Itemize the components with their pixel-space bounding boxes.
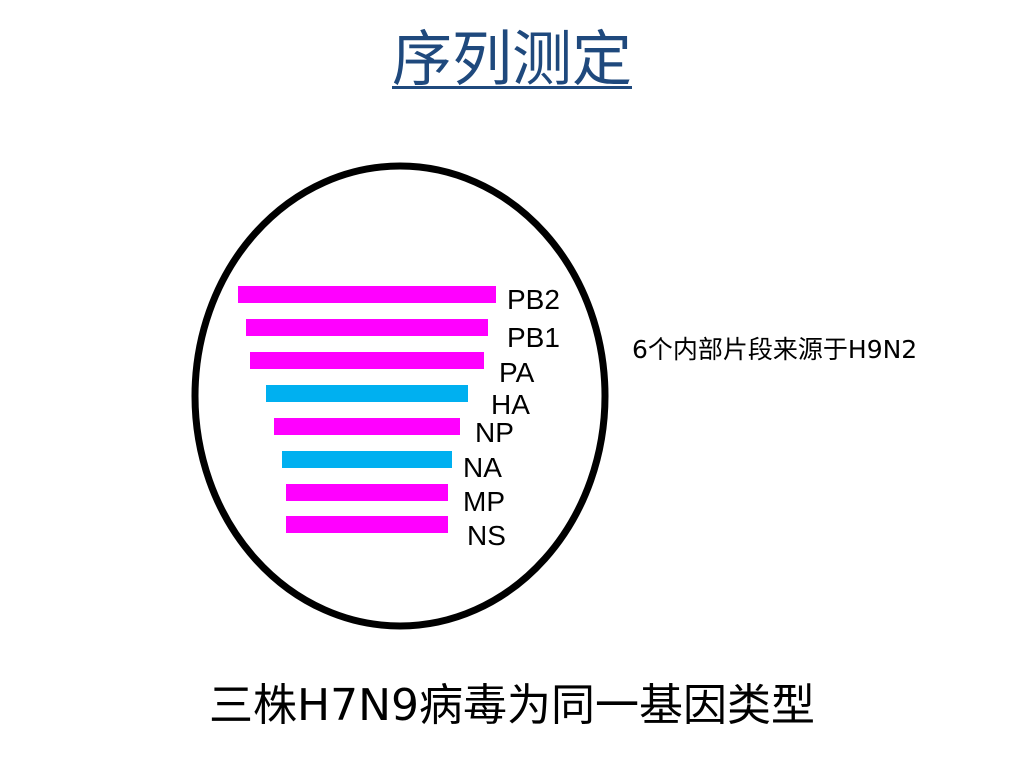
segment-bar-ns bbox=[286, 516, 448, 533]
segment-label-na: NA bbox=[463, 452, 502, 483]
segment-bar-mp bbox=[286, 484, 448, 501]
segment-label-pb2: PB2 bbox=[507, 284, 560, 315]
segment-label-mp: MP bbox=[463, 486, 505, 517]
segment-bar-ha bbox=[266, 385, 468, 402]
segment-label-ha: HA bbox=[491, 389, 530, 420]
segment-label-pa: PA bbox=[499, 357, 535, 388]
segment-bar-np bbox=[274, 418, 460, 435]
segment-bar-na bbox=[282, 451, 452, 468]
segment-label-np: NP bbox=[475, 417, 514, 448]
segment-bar-pa bbox=[250, 352, 484, 369]
segment-bar-pb1 bbox=[246, 319, 488, 336]
conclusion-text: 三株H7N9病毒为同一基因类型 bbox=[209, 680, 815, 731]
internal-segments-note: 6个内部片段来源于H9N2 bbox=[632, 335, 918, 364]
segment-bar-pb2 bbox=[238, 286, 496, 303]
segment-label-pb1: PB1 bbox=[507, 322, 560, 353]
virus-outline bbox=[191, 162, 609, 630]
slide-title: 序列测定 bbox=[392, 25, 632, 95]
segment-label-ns: NS bbox=[467, 520, 506, 551]
